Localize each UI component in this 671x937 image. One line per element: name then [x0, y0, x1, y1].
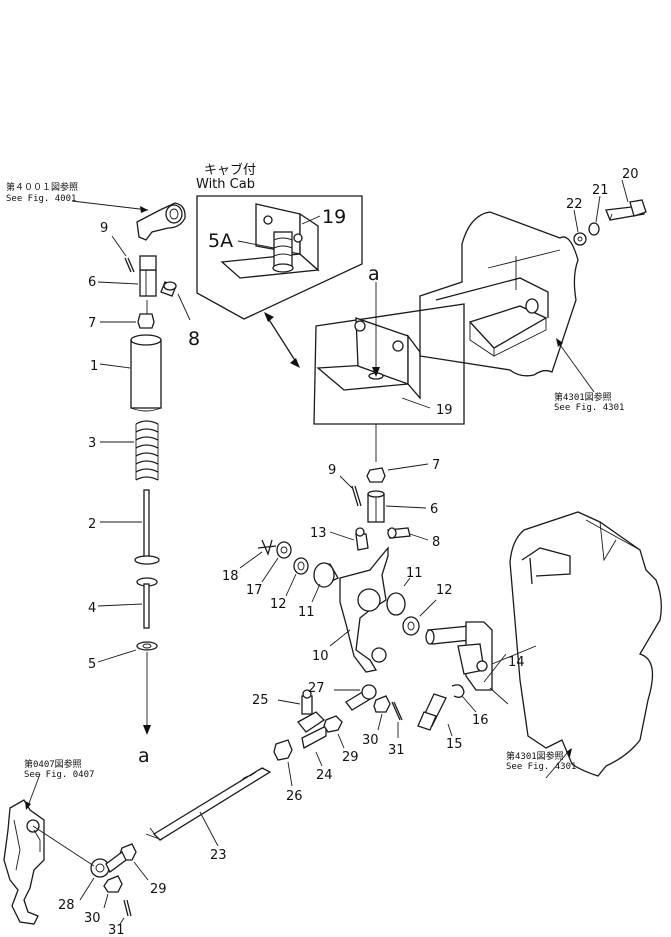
snap-ring-part	[451, 684, 465, 698]
callout-22: 22	[566, 197, 583, 212]
ref-4301-bottom-jp: 第4301図参照	[506, 750, 564, 762]
cab-label-jp: キャブ付	[204, 162, 256, 178]
callout-23: 23	[210, 848, 227, 863]
callout-2: 2	[88, 517, 96, 532]
washer-part-22	[573, 232, 587, 246]
callout-1: 1	[90, 359, 98, 374]
nut-part-30b	[103, 875, 123, 893]
callout-29a: 29	[342, 750, 359, 765]
callout-31b: 31	[108, 923, 125, 937]
clevis-part-2	[367, 490, 385, 523]
rod-end-part-2	[90, 851, 127, 878]
callout-10: 10	[312, 649, 329, 664]
ref-4001-en: See Fig. 4001	[6, 194, 76, 204]
callout-9a: 9	[100, 221, 108, 236]
cab-inset	[196, 195, 363, 320]
ref-4301-top-en: See Fig. 4301	[554, 403, 624, 413]
frame-part-top	[419, 211, 579, 377]
callout-26: 26	[286, 789, 303, 804]
callout-29b: 29	[150, 882, 167, 897]
bolt-part	[605, 199, 647, 221]
cotter-pin-part-31	[391, 701, 403, 721]
lever-bracket-part	[136, 202, 186, 241]
clevis-part	[139, 255, 157, 297]
lever-part	[339, 546, 389, 673]
callout-12a: 12	[270, 597, 287, 612]
washer-part-21	[588, 222, 600, 236]
callout-19b: 19	[436, 403, 453, 418]
seal-part	[293, 557, 309, 575]
callout-27: 27	[308, 681, 325, 696]
callout-28: 28	[58, 898, 75, 913]
callout-21: 21	[592, 183, 609, 198]
turnbuckle-part	[297, 711, 327, 749]
callout-13: 13	[310, 526, 327, 541]
eye-bolt-part	[136, 577, 158, 629]
callout-8b: 8	[432, 535, 440, 550]
ref-4301-bottom-en: See Fig. 4301	[506, 762, 576, 772]
callout-9b: 9	[328, 463, 336, 478]
callout-4: 4	[88, 601, 96, 616]
callout-19a: 19	[322, 206, 346, 228]
ref-0407-jp: 第0407図参照	[24, 758, 82, 770]
pin-part-18	[257, 539, 277, 556]
spring-part	[135, 420, 159, 481]
callout-18: 18	[222, 569, 239, 584]
callout-24: 24	[316, 768, 333, 783]
callout-17: 17	[246, 583, 263, 598]
shaft-part	[425, 621, 493, 691]
callout-7b: 7	[432, 458, 440, 473]
mounting-bracket-part	[316, 317, 421, 400]
callout-5a: 5A	[208, 230, 233, 252]
callout-8a: 8	[188, 328, 200, 350]
callout-30b: 30	[84, 911, 101, 926]
frame-part-bottom	[509, 511, 662, 777]
nut-part-2	[366, 467, 386, 483]
callout-7a: 7	[88, 316, 96, 331]
washer-part-17	[276, 541, 292, 559]
rod-part	[134, 489, 160, 565]
seal-part-2	[402, 616, 420, 636]
ref-0407-en: See Fig. 0407	[24, 770, 94, 780]
washer-part	[136, 641, 158, 651]
callout-16: 16	[472, 713, 489, 728]
cab-label-en: With Cab	[196, 177, 255, 192]
callout-5: 5	[88, 657, 96, 672]
callout-6a: 6	[88, 275, 96, 290]
bushing-part	[313, 562, 339, 588]
callout-12b: 12	[436, 583, 453, 598]
control-rod-part	[145, 767, 272, 841]
pin-part-2	[387, 527, 411, 539]
tube-part	[130, 334, 162, 412]
callout-20: 20	[622, 167, 639, 182]
bushing-part-2	[386, 592, 406, 616]
nut-part-26	[273, 739, 293, 761]
nut-part-30	[373, 695, 391, 713]
label-a-top: a	[368, 263, 380, 285]
pedal-part	[3, 799, 45, 925]
grease-fitting-part	[355, 527, 369, 551]
callout-15: 15	[446, 737, 463, 752]
callout-31a: 31	[388, 743, 405, 758]
callout-11a: 11	[298, 605, 315, 620]
cotter-pin-part-2	[351, 485, 362, 507]
ref-4301-top-jp: 第4301図参照	[554, 391, 612, 403]
label-a-bottom: a	[138, 745, 150, 767]
cotter-pin-part-31b	[123, 899, 132, 917]
bolt-part-15	[417, 693, 447, 731]
callout-25: 25	[252, 693, 269, 708]
callout-14: 14	[508, 655, 525, 670]
rod-end-part	[345, 684, 377, 711]
callout-11b: 11	[406, 566, 423, 581]
cotter-pin-part	[124, 257, 135, 273]
ref-4001-jp: 第４００１図参照	[6, 181, 78, 193]
nut-part-29	[323, 715, 343, 733]
callout-3: 3	[88, 436, 96, 451]
nut-part	[137, 313, 155, 329]
pin-part	[160, 281, 177, 297]
callout-6b: 6	[430, 502, 438, 517]
callout-30a: 30	[362, 733, 379, 748]
